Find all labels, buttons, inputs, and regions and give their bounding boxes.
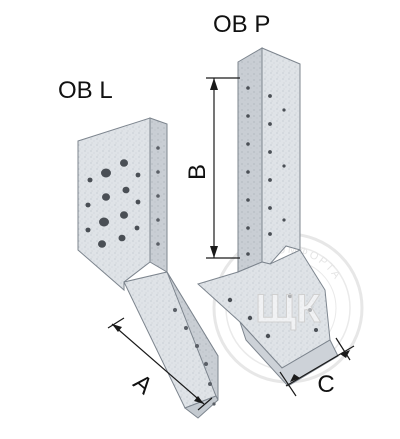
dimension-c-label: C [317, 371, 334, 398]
dimension-b-label: B [184, 164, 211, 180]
dimension-a [107, 317, 213, 411]
dimension-c [279, 337, 355, 397]
dimension-a-label: A [128, 369, 158, 400]
watermark-center-text: ЩК [255, 287, 321, 331]
label-ob-l: OB L [58, 77, 113, 104]
left-hanger-ob-l [77, 117, 219, 419]
label-ob-p: OB P [213, 11, 270, 38]
dimension-b [206, 77, 240, 259]
right-hanger-ob-p [197, 47, 339, 387]
